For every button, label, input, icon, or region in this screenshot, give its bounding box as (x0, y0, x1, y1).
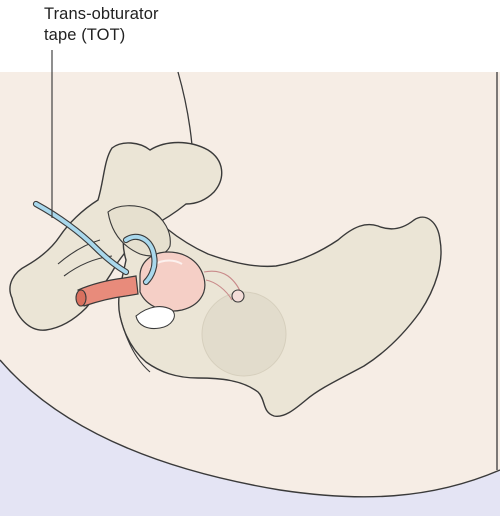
tot-label-line-1: Trans-obturator (44, 5, 159, 23)
tot-tape-right-fill (124, 234, 157, 284)
acetabulum-shadow (201, 291, 287, 377)
tot-label: Trans-obturator tape (TOT) (44, 4, 159, 46)
floor-region (0, 360, 500, 516)
ovary (231, 289, 245, 303)
tot-tape-left-fill (34, 202, 128, 274)
body-outline (0, 359, 500, 498)
hip-lower-contour (119, 315, 151, 373)
tot-label-line-2: tape (TOT) (44, 26, 126, 44)
pubic-symphysis (107, 205, 171, 257)
urethra-opening (75, 289, 87, 307)
obturator-foramen (135, 306, 175, 330)
back-curve (177, 71, 193, 146)
urethra (77, 275, 139, 307)
